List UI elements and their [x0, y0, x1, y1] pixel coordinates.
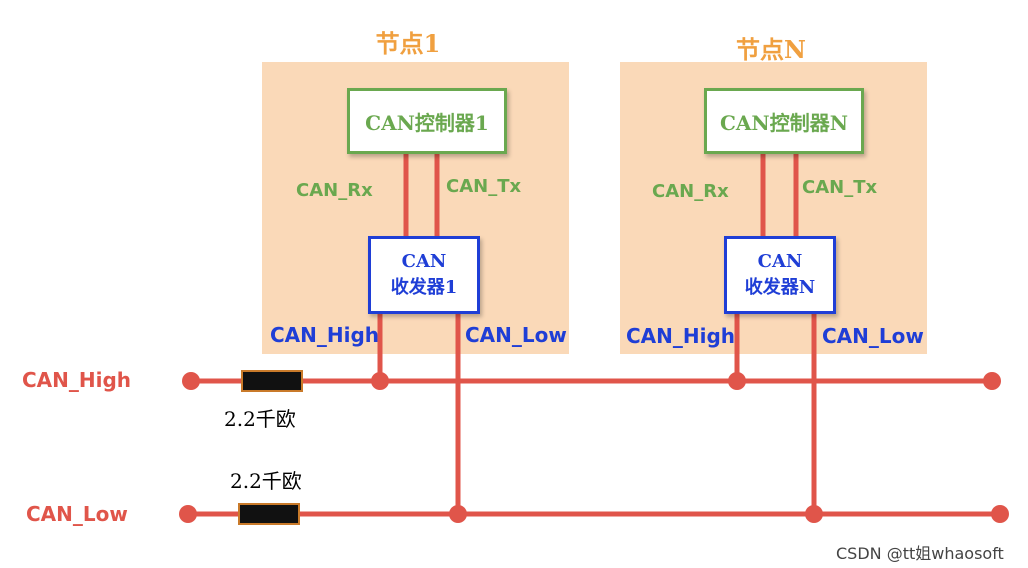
node-n-tx-label: CAN_Tx	[802, 177, 878, 198]
node-1-title: 节点1	[375, 29, 441, 58]
node-1-rx-label: CAN_Rx	[296, 180, 373, 201]
can-low-node-1-junction	[449, 505, 467, 523]
node-1-transceiver: CAN 收发器1	[368, 236, 480, 314]
resistor-high-label: 2.2千欧	[224, 407, 296, 431]
can-low-end-dot	[991, 505, 1009, 523]
bus-high-label: CAN_High	[22, 368, 132, 392]
can-high-start-dot	[182, 372, 200, 390]
node-n-high-label: CAN_High	[626, 324, 736, 348]
node-n-rx-label: CAN_Rx	[652, 181, 729, 202]
node-1-high-label: CAN_High	[270, 323, 380, 347]
node-1-tx-label: CAN_Tx	[446, 176, 522, 197]
node-n-transceiver-line2: 收发器N	[744, 277, 816, 298]
can-high-node-n-junction	[728, 372, 746, 390]
node-n-transceiver-line1: CAN	[757, 251, 803, 272]
resistor-low	[238, 503, 300, 525]
node-n-title: 节点N	[736, 35, 806, 64]
node-n-low-label: CAN_Low	[822, 324, 924, 348]
can-low-start-dot	[179, 505, 197, 523]
node-n-controller: CAN控制器N	[704, 88, 864, 154]
can-high-node-1-junction	[371, 372, 389, 390]
bus-low-label: CAN_Low	[26, 502, 128, 526]
resistor-high	[241, 370, 303, 392]
node-1-transceiver-line1: CAN	[401, 251, 447, 272]
node-1-transceiver-line2: 收发器1	[390, 277, 458, 298]
can-high-end-dot	[983, 372, 1001, 390]
node-1-controller: CAN控制器1	[347, 88, 507, 154]
node-n-transceiver: CAN 收发器N	[724, 236, 836, 314]
node-1-low-label: CAN_Low	[465, 323, 567, 347]
can-low-node-n-junction	[805, 505, 823, 523]
resistor-low-label: 2.2千欧	[230, 469, 302, 493]
watermark: CSDN @tt姐whaosoft	[836, 544, 1004, 563]
